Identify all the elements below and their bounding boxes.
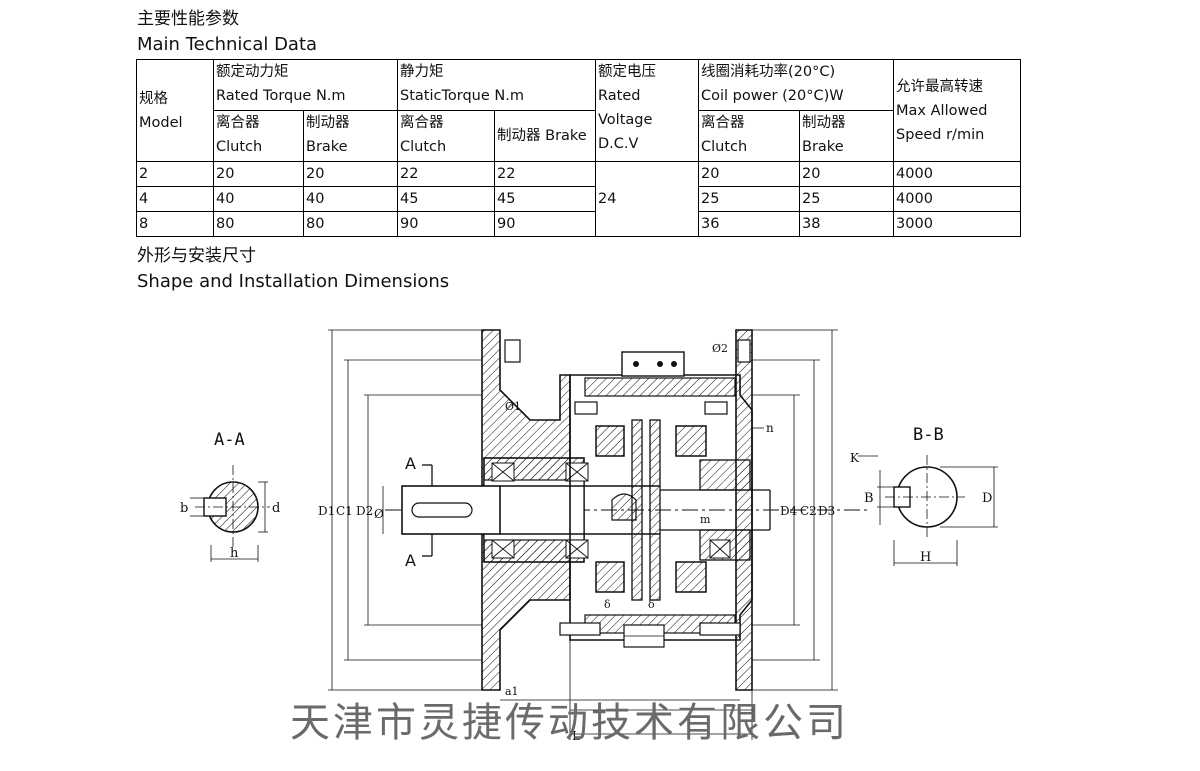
svg-text:A-A: A-A bbox=[214, 430, 245, 450]
svg-text:Ø2: Ø2 bbox=[712, 342, 728, 355]
dimension-lines: D1 C1 D2 Ø D3 C2 D4 Ø1 Ø2 n m δ δ a1 bbox=[318, 329, 838, 743]
svg-text:h: h bbox=[230, 546, 239, 561]
svg-text:C1: C1 bbox=[336, 504, 353, 518]
section-title-en: Main Technical Data bbox=[137, 34, 318, 55]
svg-text:K: K bbox=[850, 451, 860, 465]
svg-text:b: b bbox=[180, 501, 188, 516]
table-row: 8 80 80 90 90 36 38 3000 bbox=[136, 211, 1022, 237]
svg-text:δ: δ bbox=[604, 598, 611, 611]
voltage-value: 24 bbox=[595, 161, 700, 237]
header-static-brake: 制动器 Brake bbox=[494, 110, 597, 162]
svg-text:C2: C2 bbox=[800, 504, 817, 518]
svg-text:D4: D4 bbox=[780, 504, 798, 518]
svg-text:D3: D3 bbox=[818, 504, 835, 518]
svg-text:H: H bbox=[920, 550, 931, 565]
header-rated-torque: 额定动力矩 Rated Torque N.m bbox=[212, 59, 399, 111]
svg-text:Ø: Ø bbox=[374, 507, 384, 521]
svg-text:d: d bbox=[272, 501, 280, 516]
header-max-speed: 允许最高转速 Max Allowed Speed r/min bbox=[893, 59, 1022, 162]
svg-text:A: A bbox=[405, 551, 416, 570]
table-row: 4 40 40 45 45 25 25 4000 bbox=[136, 186, 1022, 212]
header-static-torque: 静力矩 StaticTorque N.m bbox=[397, 59, 597, 111]
table-row: 2 20 20 22 22 24 20 20 4000 bbox=[136, 161, 1022, 237]
svg-text:D: D bbox=[982, 491, 992, 506]
svg-text:D1: D1 bbox=[318, 504, 335, 518]
section-bb: B-B B D H K bbox=[850, 425, 998, 566]
svg-text:a1: a1 bbox=[505, 685, 519, 698]
svg-text:Ø1: Ø1 bbox=[505, 400, 521, 413]
dimensions-title-en: Shape and Installation Dimensions bbox=[137, 271, 450, 292]
svg-text:δ: δ bbox=[648, 598, 655, 611]
svg-text:B: B bbox=[864, 491, 874, 506]
svg-text:A: A bbox=[405, 454, 416, 473]
section-aa: A-A b d h bbox=[180, 430, 280, 562]
installation-drawing: A-A b d h B-B B D H K bbox=[180, 329, 998, 743]
svg-text:n: n bbox=[766, 421, 774, 435]
svg-text:B-B: B-B bbox=[913, 425, 944, 445]
main-assembly: A A bbox=[385, 329, 870, 691]
company-watermark: 天津市灵捷传动技术有限公司 bbox=[290, 700, 849, 746]
svg-text:m: m bbox=[700, 513, 711, 526]
technical-data-table: 规格 Model 额定动力矩 Rated Torque N.m 静力矩 Stat… bbox=[136, 59, 1022, 237]
header-model: 规格 Model bbox=[136, 59, 214, 162]
section-title-cn: 主要性能参数 bbox=[137, 9, 239, 29]
header-rated-voltage: 额定电压 Rated Voltage D.C.V bbox=[595, 59, 700, 162]
dimensions-title-cn: 外形与安装尺寸 bbox=[137, 246, 256, 266]
svg-text:L: L bbox=[572, 729, 580, 743]
svg-text:D2: D2 bbox=[356, 504, 373, 518]
header-coil-power: 线圈消耗功率(20°C) Coil power (20°C)W bbox=[698, 59, 895, 111]
